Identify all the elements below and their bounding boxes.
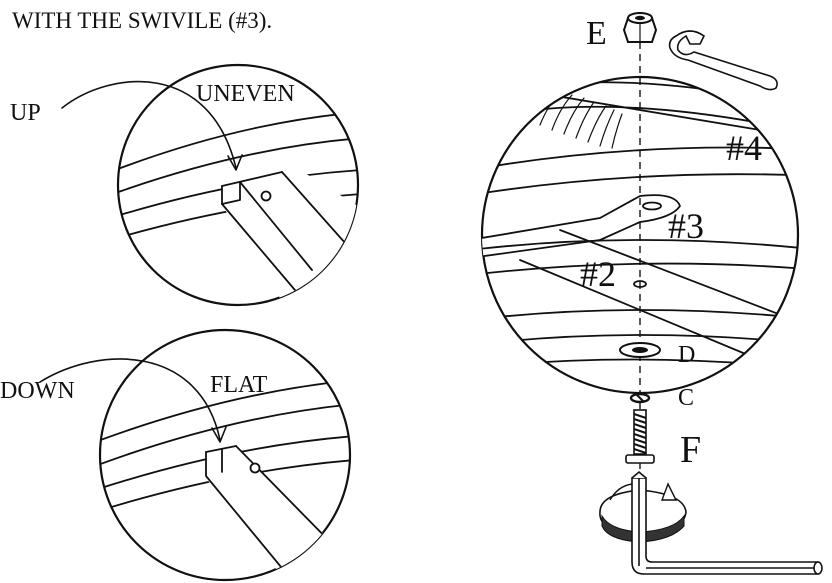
lower-strip-1	[482, 309, 798, 321]
up-pointer-arrow	[61, 80, 237, 169]
bar-2-upper-line	[482, 239, 798, 251]
up-label: UP	[10, 100, 41, 126]
flat-ring-middle-line	[100, 403, 350, 467]
swivel-plate	[482, 194, 681, 259]
down-label: DOWN	[0, 378, 75, 404]
lower-strip-3	[482, 358, 798, 371]
down-pointer-arrow	[39, 358, 221, 441]
swivel-hole	[642, 201, 662, 211]
flat-detail-panel: DOWN FLAT	[0, 328, 352, 582]
bar-2-edge-left	[559, 229, 798, 331]
flat-bar	[205, 445, 350, 580]
up-pointer-arrowhead	[227, 154, 243, 171]
wrench-icon	[668, 30, 778, 91]
flat-title: FLAT	[210, 372, 268, 398]
uneven-title: UNEVEN	[196, 81, 295, 107]
frame-hatch	[539, 91, 623, 149]
bar-2-lower-line	[482, 262, 798, 276]
uneven-ring-middle-line	[118, 137, 358, 196]
swivel-label: #3	[668, 206, 704, 246]
frame-label: #4	[726, 128, 762, 168]
lock-washer-c	[629, 392, 651, 404]
uneven-ring-outer-line	[118, 111, 358, 173]
uneven-bar	[221, 170, 358, 305]
hex-key-icon	[631, 470, 823, 575]
nut-e	[622, 12, 658, 43]
bolt-label: F	[680, 429, 701, 471]
rotate-arrow-icon	[599, 482, 687, 543]
caption-text: WITH THE SWIVILE (#3).	[12, 8, 272, 33]
nut-label: E	[586, 15, 607, 52]
flat-detail-circle	[98, 328, 352, 582]
ring-4-upper-line	[482, 146, 798, 171]
uneven-detail-panel: UP UNEVEN	[10, 63, 360, 307]
lock-washer-label: C	[678, 385, 694, 411]
bar-label: #2	[580, 254, 616, 294]
assembly-detail-panel: E #4 #3 #2 D C	[480, 12, 823, 575]
ring-4-lower-line	[482, 173, 798, 196]
flat-ring-outer-line	[100, 379, 350, 443]
washer-d	[619, 342, 661, 358]
washer-label: D	[678, 342, 695, 368]
uneven-detail-circle	[116, 63, 360, 307]
bolt-f	[625, 409, 655, 464]
down-pointer-arrowhead	[211, 426, 227, 443]
